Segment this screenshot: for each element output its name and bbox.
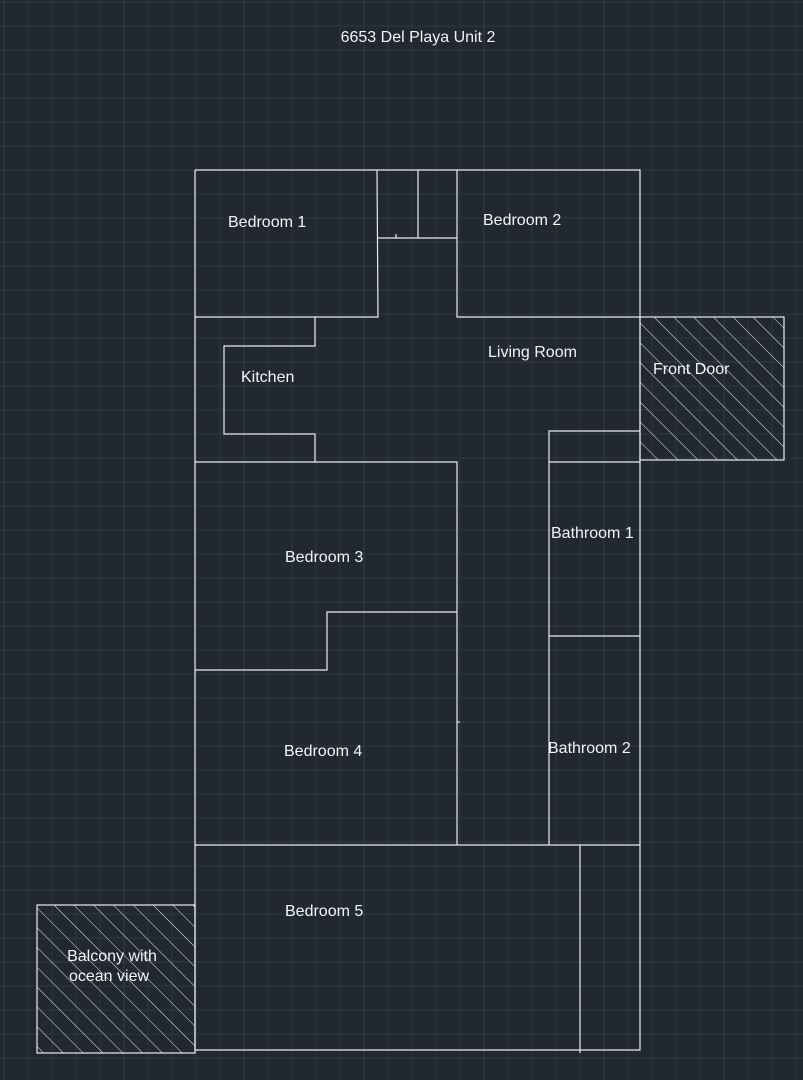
room-label-bathroom-2: Bathroom 2 xyxy=(548,740,631,757)
room-label-bedroom-1: Bedroom 1 xyxy=(228,214,306,231)
balcony-area xyxy=(36,904,196,1054)
kitchen-wall xyxy=(223,317,316,462)
walls xyxy=(194,169,641,1053)
room-label-bedroom-2: Bedroom 2 xyxy=(483,212,561,229)
room-label-kitchen: Kitchen xyxy=(241,369,294,386)
plan-title: 6653 Del Playa Unit 2 xyxy=(341,29,496,46)
bedroom-2-wall xyxy=(456,170,640,318)
outer-wall xyxy=(194,169,641,1051)
room-label-balcony-line-1: Balcony with xyxy=(67,948,157,965)
bathroom-1-wall xyxy=(548,430,640,845)
bedroom-3-inner-wall xyxy=(195,611,457,671)
room-label-living-room: Living Room xyxy=(488,344,577,361)
bedroom-3-wall xyxy=(195,461,458,845)
bedroom-1-wall xyxy=(195,169,379,318)
room-label-bedroom-4: Bedroom 4 xyxy=(284,743,362,760)
room-label-front-door: Front Door xyxy=(653,361,730,378)
front-door-area xyxy=(639,316,785,461)
room-label-balcony-line-2: ocean view xyxy=(69,968,149,985)
room-label-bedroom-3: Bedroom 3 xyxy=(285,549,363,566)
room-label-bedroom-5: Bedroom 5 xyxy=(285,903,363,920)
room-label-bathroom-1: Bathroom 1 xyxy=(551,525,634,542)
